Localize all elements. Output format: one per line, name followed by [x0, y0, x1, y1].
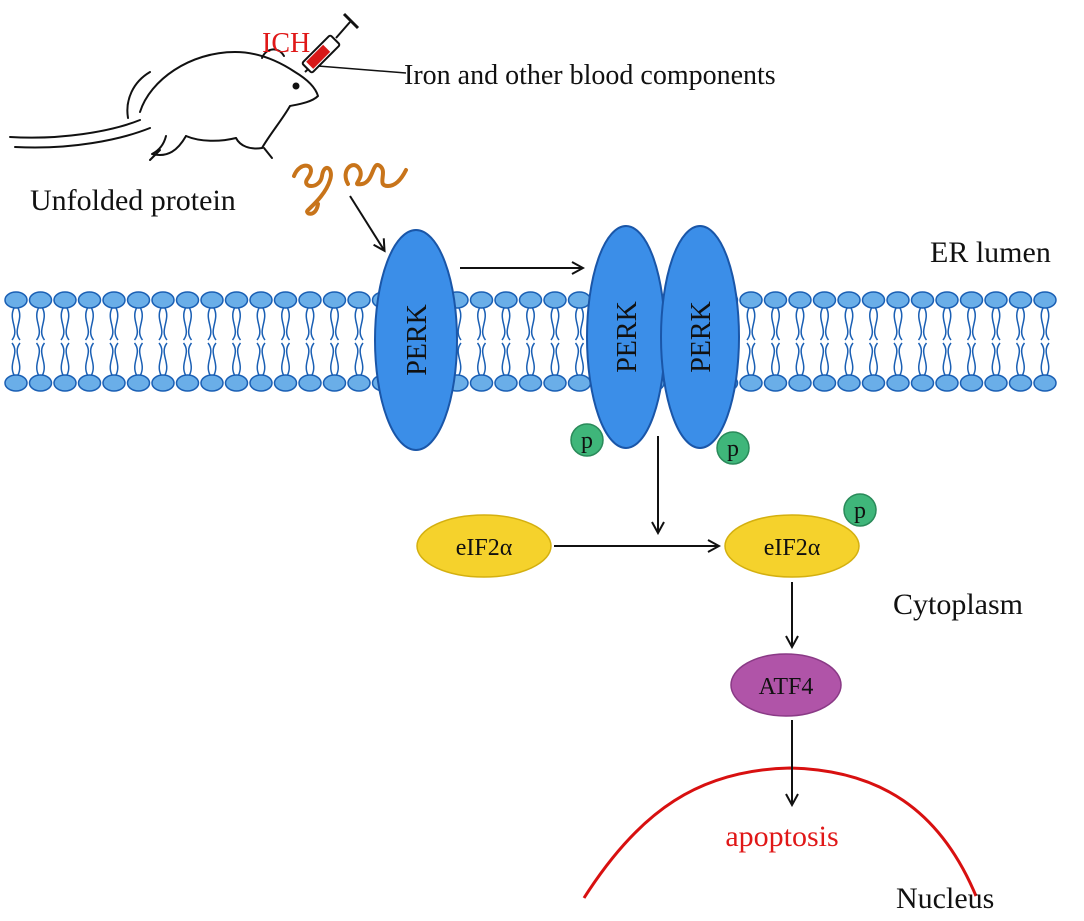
- perk-dimer: PERK PERK: [586, 225, 740, 449]
- perk-label-3: PERK: [686, 301, 717, 373]
- phospho-label-1: p: [581, 428, 593, 454]
- unfolded-protein-label: Unfolded protein: [30, 184, 236, 217]
- apoptosis-label: apoptosis: [725, 820, 838, 853]
- atf4-label: ATF4: [759, 674, 814, 700]
- ich-label: ICH: [262, 28, 310, 59]
- perk-label-2: PERK: [612, 301, 643, 373]
- eif2a-phosphorylated: eIF2α: [724, 514, 860, 578]
- phospho-perk-right: p: [716, 431, 750, 465]
- nucleus-label: Nucleus: [896, 882, 994, 915]
- phospho-perk-left: p: [570, 423, 604, 457]
- er-lumen-label: ER lumen: [930, 236, 1051, 269]
- eif2a-label-2: eIF2α: [764, 535, 821, 561]
- syringe-icon: [301, 12, 407, 74]
- eif2a-label-1: eIF2α: [456, 535, 513, 561]
- eif2a-unphosphorylated: eIF2α: [416, 514, 552, 578]
- syringe-pointer-line: [317, 65, 407, 74]
- cytoplasm-label: Cytoplasm: [893, 588, 1023, 621]
- phospho-label-3: p: [854, 498, 866, 524]
- iron-label: Iron and other blood components: [404, 60, 776, 91]
- unfolded-protein-icon: [292, 162, 408, 216]
- er-membrane: [4, 291, 1057, 392]
- atf4: ATF4: [730, 653, 842, 717]
- arrow-protein-to-perk: [349, 195, 384, 250]
- perk-label-1: PERK: [402, 304, 433, 376]
- mouse-icon: [9, 48, 319, 161]
- nucleus-membrane: [582, 766, 978, 899]
- perk-monomer: PERK: [374, 229, 458, 451]
- phospho-label-2: p: [727, 436, 739, 462]
- phospho-eif2a: p: [843, 493, 877, 527]
